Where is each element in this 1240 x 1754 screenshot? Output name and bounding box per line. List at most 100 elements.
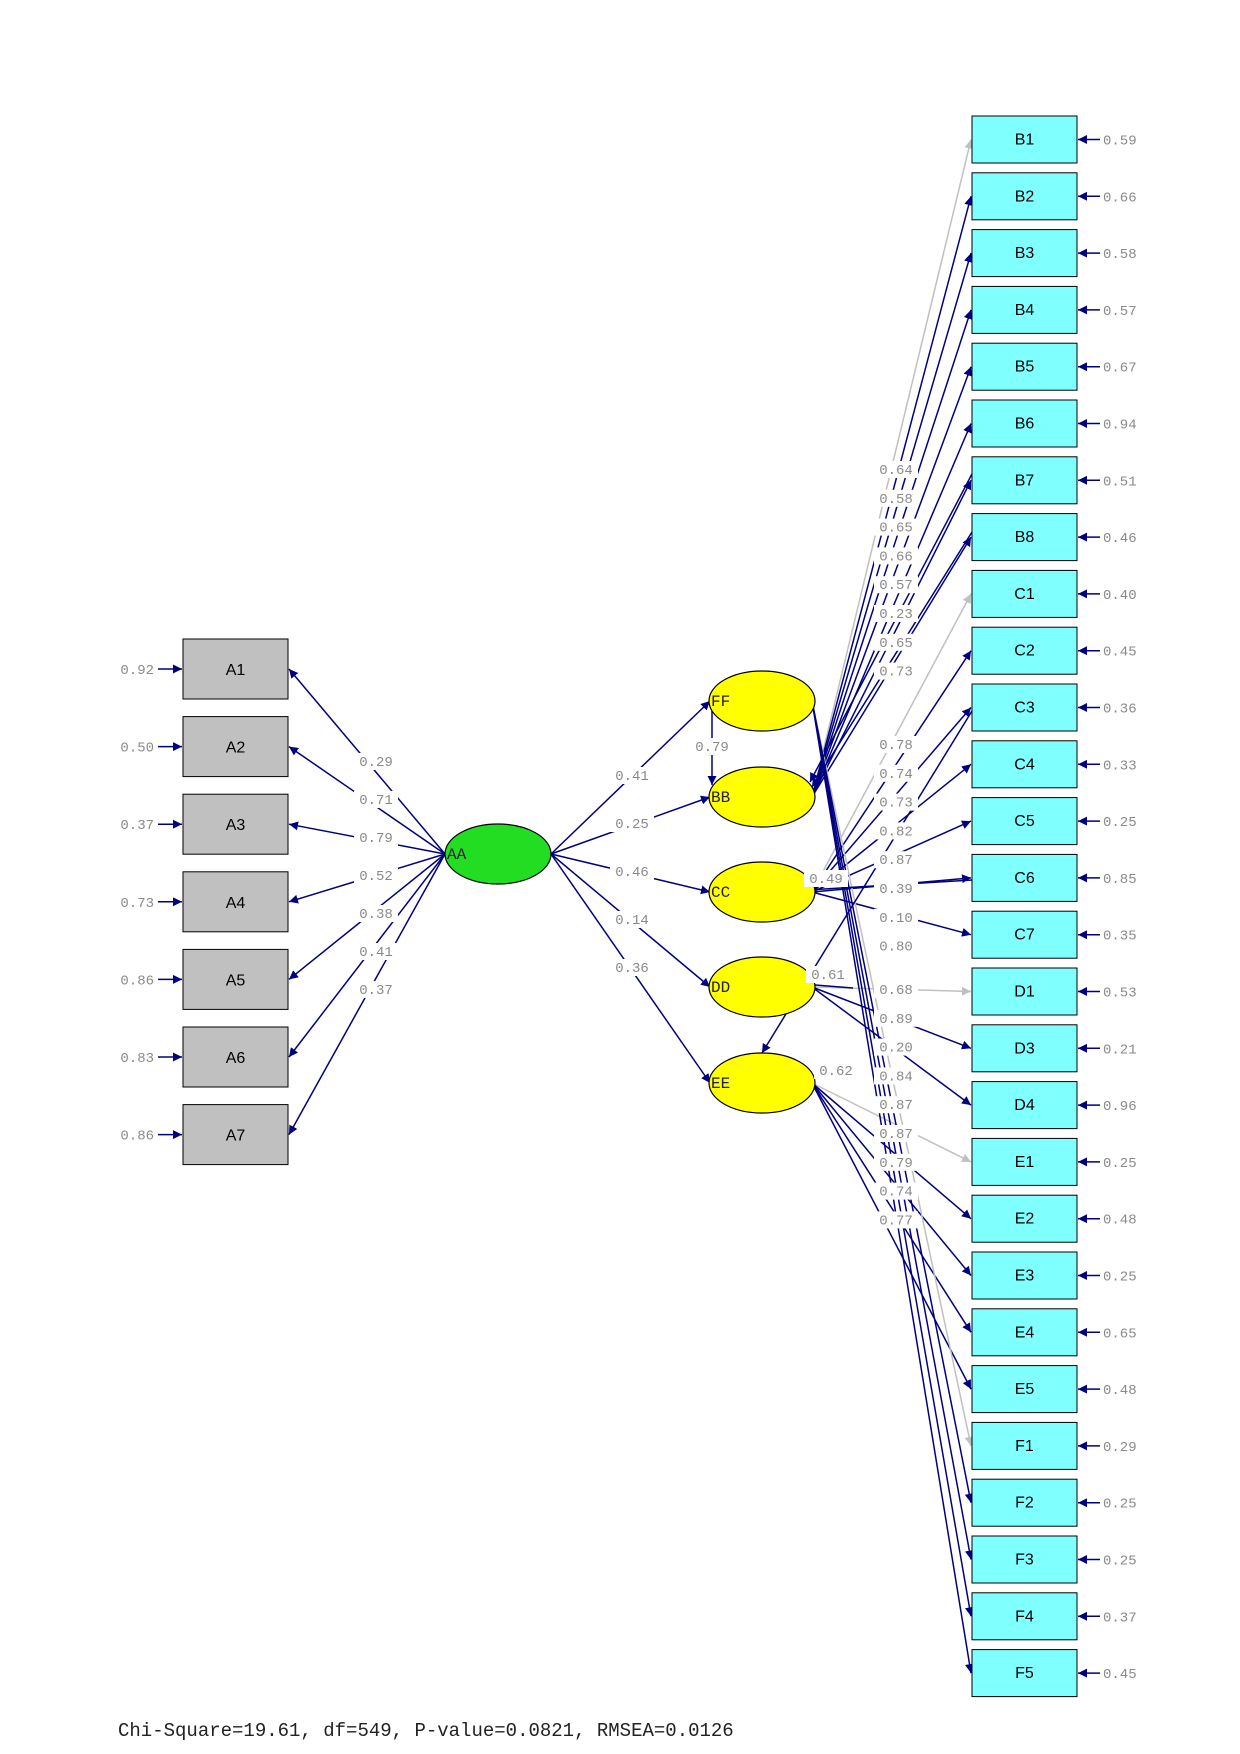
error-variance-b5: 0.67 — [1103, 361, 1137, 377]
error-variance-b7: 0.51 — [1103, 474, 1137, 490]
right-loading-bg-8 — [874, 736, 918, 753]
error-variance-c3: 0.36 — [1103, 702, 1137, 718]
right-loading-bg-5 — [874, 605, 918, 622]
right-loading-bg-0 — [874, 461, 918, 478]
error-variance-a3: 0.37 — [120, 818, 154, 834]
indicator-label-a5: A5 — [226, 972, 246, 989]
right-loading-bg-19 — [874, 1067, 918, 1085]
latent-dd — [708, 956, 816, 1018]
loading-path-e3 — [811, 1082, 972, 1276]
loading-path-b8-bb — [811, 531, 973, 788]
right-loading-bg-20 — [874, 1096, 918, 1114]
right-loading-bg-24 — [874, 1211, 918, 1229]
indicator-box-b7 — [971, 456, 1078, 505]
error-variance-b1: 0.59 — [1103, 134, 1137, 150]
indicator-label-a1: A1 — [226, 662, 246, 679]
loading-label-bg-a6 — [354, 943, 398, 960]
right-loading-label-10: 0.73 — [879, 796, 913, 812]
indicator-label-e2: E2 — [1015, 1211, 1035, 1228]
right-loading-bg-15 — [874, 937, 918, 955]
indicator-box-c5 — [971, 797, 1078, 846]
right-loading-label-11: 0.82 — [879, 824, 913, 840]
indicator-box-b4 — [971, 285, 1078, 334]
indicator-box-c2 — [971, 626, 1078, 675]
right-loading-bg-3 — [874, 547, 918, 565]
indicator-label-e4: E4 — [1015, 1324, 1035, 1341]
right-loading-bg-21 — [874, 1125, 918, 1142]
indicator-box-f5 — [971, 1649, 1078, 1698]
loading-label-a5: 0.38 — [359, 907, 393, 923]
right-loading-label-12: 0.87 — [879, 853, 913, 869]
side-label-bg-2 — [814, 1062, 858, 1079]
loading-label-a7: 0.37 — [359, 983, 393, 999]
right-loading-bg-4 — [874, 576, 918, 594]
indicator-box-e4 — [971, 1308, 1078, 1357]
right-loading-label-23: 0.74 — [879, 1185, 913, 1201]
indicator-label-b7: B7 — [1015, 472, 1035, 489]
indicator-label-a4: A4 — [226, 895, 246, 912]
loading-label-bg-a4 — [354, 867, 398, 884]
structural-label-bg-1 — [610, 815, 654, 832]
right-loading-label-5: 0.23 — [879, 607, 913, 623]
indicator-label-f1: F1 — [1015, 1438, 1034, 1455]
indicator-box-b8 — [971, 513, 1078, 562]
error-variance-e1: 0.25 — [1103, 1156, 1137, 1172]
right-loading-bg-16 — [874, 981, 918, 998]
error-variance-f3: 0.25 — [1103, 1554, 1137, 1570]
indicator-label-d3: D3 — [1014, 1040, 1035, 1057]
loading-label-bg-a7 — [354, 981, 398, 998]
indicator-label-a2: A2 — [226, 740, 246, 757]
indicator-box-f2 — [971, 1478, 1078, 1527]
latent-cc — [708, 861, 816, 923]
indicator-box-a1 — [182, 638, 289, 700]
right-loading-bg-11 — [874, 822, 918, 840]
indicator-box-f1 — [971, 1421, 1078, 1470]
indicator-label-f4: F4 — [1015, 1608, 1034, 1625]
error-variance-d1: 0.53 — [1103, 986, 1137, 1002]
indicator-box-a7 — [182, 1104, 289, 1166]
error-variance-a2: 0.50 — [120, 741, 154, 757]
indicator-box-d1 — [971, 967, 1078, 1016]
latent-ee — [708, 1052, 816, 1114]
error-variance-b6: 0.94 — [1103, 418, 1137, 434]
indicator-box-a6 — [182, 1026, 289, 1088]
error-variance-e3: 0.25 — [1103, 1270, 1137, 1286]
loading-label-a2: 0.71 — [359, 793, 393, 809]
latent-ff — [708, 670, 816, 732]
right-loading-label-0: 0.64 — [879, 463, 913, 479]
structural-label-bg-5 — [690, 738, 734, 755]
indicator-box-b3 — [971, 229, 1078, 278]
error-variance-d3: 0.21 — [1103, 1042, 1137, 1058]
structural-label-aa-dd: 0.14 — [615, 913, 649, 929]
error-variance-b2: 0.66 — [1103, 190, 1137, 206]
indicator-box-c4 — [971, 740, 1078, 789]
right-loading-bg-14 — [874, 908, 918, 926]
path-lines — [158, 135, 1100, 1678]
structural-label-aa-bb: 0.25 — [615, 817, 649, 833]
coefficient-labels: 0.920.500.370.730.860.830.860.590.660.58… — [120, 134, 1136, 1684]
right-loading-bg-7 — [874, 662, 918, 680]
indicator-label-f2: F2 — [1015, 1495, 1034, 1512]
error-variance-f1: 0.29 — [1103, 1440, 1137, 1456]
diagram-nodes: A1A2A3A4A5A6A7B1B2B3B4B5B6B7B8C1C2C3C4C5… — [182, 115, 1078, 1698]
structural-label-bg-3 — [610, 911, 654, 928]
right-loading-label-14: 0.10 — [879, 911, 913, 927]
structural-label-bg-2 — [610, 863, 654, 880]
loading-label-bg-a1 — [354, 753, 398, 770]
loading-label-a1: 0.29 — [359, 755, 393, 771]
error-variance-e5: 0.48 — [1103, 1383, 1137, 1399]
indicator-box-d4 — [971, 1081, 1078, 1130]
indicator-box-c6 — [971, 853, 1078, 902]
right-loading-bg-12 — [874, 851, 918, 869]
right-loading-label-2: 0.65 — [879, 521, 913, 537]
right-loading-label-1: 0.58 — [879, 492, 913, 508]
indicator-box-f4 — [971, 1592, 1078, 1641]
loading-path-e2 — [811, 1082, 972, 1220]
structural-label-bg-0 — [610, 767, 654, 784]
indicator-label-c6: C6 — [1014, 870, 1035, 887]
side-label-bg-1 — [806, 966, 850, 983]
error-variance-a1: 0.92 — [120, 663, 154, 679]
error-variance-c2: 0.45 — [1103, 645, 1137, 661]
right-loading-bg-1 — [874, 489, 918, 507]
indicator-label-d1: D1 — [1014, 984, 1035, 1001]
